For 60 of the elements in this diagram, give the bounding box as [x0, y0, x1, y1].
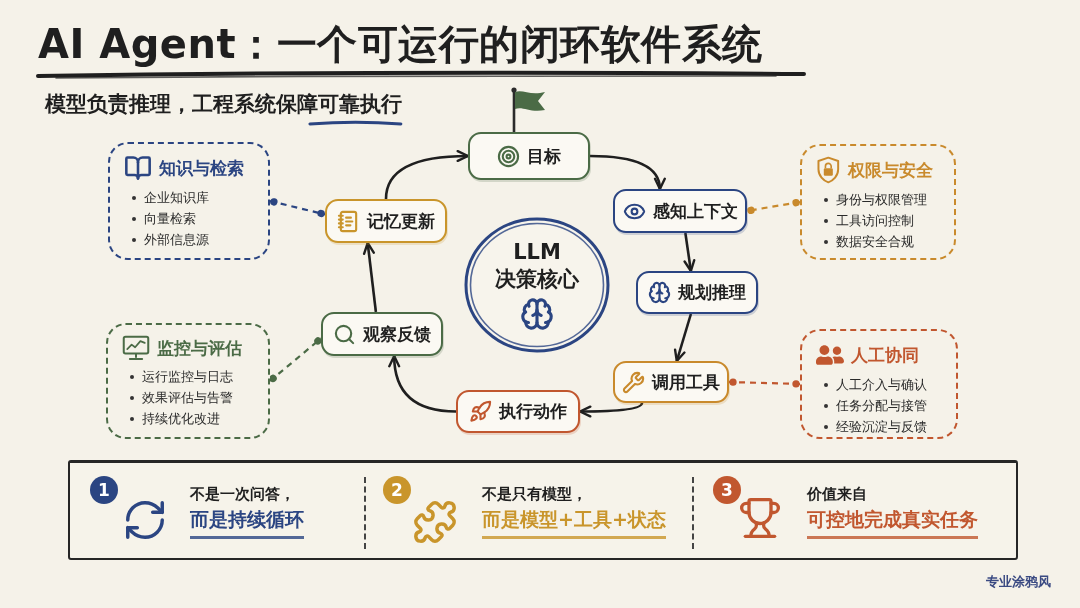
summary-text: 不是一次问答， [190, 484, 295, 505]
panel-heading: 人工协同 [851, 343, 919, 367]
step-box [636, 271, 758, 314]
bullet-item: 运行监控与日志 [142, 367, 233, 386]
step-box [613, 361, 729, 403]
number-badge: 3 [713, 476, 741, 504]
dashed-connector [269, 337, 322, 383]
arrow [589, 154, 665, 191]
arrow [388, 354, 457, 413]
info-panel [108, 142, 270, 260]
bullet-item: 企业知识库 [144, 188, 209, 207]
summary-highlight: 而是模型+工具+状态 [482, 507, 666, 539]
info-panel [800, 144, 956, 260]
step-label: 执行动作 [499, 400, 567, 423]
style-tag: 专业涂鸦风 [986, 573, 1051, 591]
bullet-item: 向量检索 [144, 209, 196, 228]
summary-text: 不是只有模型， [482, 484, 587, 505]
step-label: 调用工具 [652, 370, 720, 394]
arrow [362, 241, 378, 313]
bullet-item: 效果评估与告警 [142, 388, 233, 407]
info-panel [800, 329, 958, 439]
core-circle [463, 216, 611, 354]
bullet-item: 外部信息源 [144, 230, 209, 249]
step-box [456, 390, 580, 433]
info-panel [106, 323, 270, 439]
step-label: 观察反馈 [363, 322, 431, 346]
step-label: 感知上下文 [652, 199, 738, 223]
arrow [683, 232, 696, 273]
bullet-item: 经验沉淀与反馈 [836, 417, 927, 436]
number-badge: 2 [383, 476, 411, 504]
arrow [384, 150, 470, 200]
panel-heading: 监控与评估 [157, 336, 242, 360]
step-box [321, 312, 443, 356]
dashed-connector [269, 198, 326, 218]
subtitle: 模型负责推理，工程系统保障可靠执行 [45, 91, 402, 118]
step-label: 记忆更新 [367, 209, 435, 233]
dashed-connector [728, 378, 801, 388]
panel-heading: 权限与安全 [847, 158, 933, 182]
bullet-item: 人工介入与确认 [836, 375, 927, 394]
arrow [578, 402, 644, 418]
core-label: LLM 决策核心 [494, 239, 580, 293]
step-label: 规划推理 [678, 281, 746, 304]
step-box [325, 199, 447, 243]
summary-band [68, 460, 1018, 560]
number-badge: 1 [90, 476, 118, 504]
summary-highlight: 可控地完成真实任务 [807, 507, 978, 539]
bullet-item: 任务分配与接管 [836, 396, 927, 415]
arrow [673, 313, 693, 363]
summary-highlight: 而是持续循环 [190, 507, 304, 539]
bullet-item: 工具访问控制 [836, 211, 914, 230]
title: AI Agent：一个可运行的闭环软件系统 [38, 20, 763, 68]
dashed-connector [746, 199, 801, 214]
panel-heading: 知识与检索 [159, 156, 244, 180]
step-box [468, 132, 590, 180]
step-box [613, 189, 747, 233]
step-label: 目标 [527, 144, 561, 168]
bullet-item: 数据安全合规 [836, 232, 914, 251]
bullet-item: 持续优化改进 [142, 409, 220, 428]
summary-text: 价值来自 [807, 484, 867, 505]
bullet-item: 身份与权限管理 [836, 190, 927, 209]
